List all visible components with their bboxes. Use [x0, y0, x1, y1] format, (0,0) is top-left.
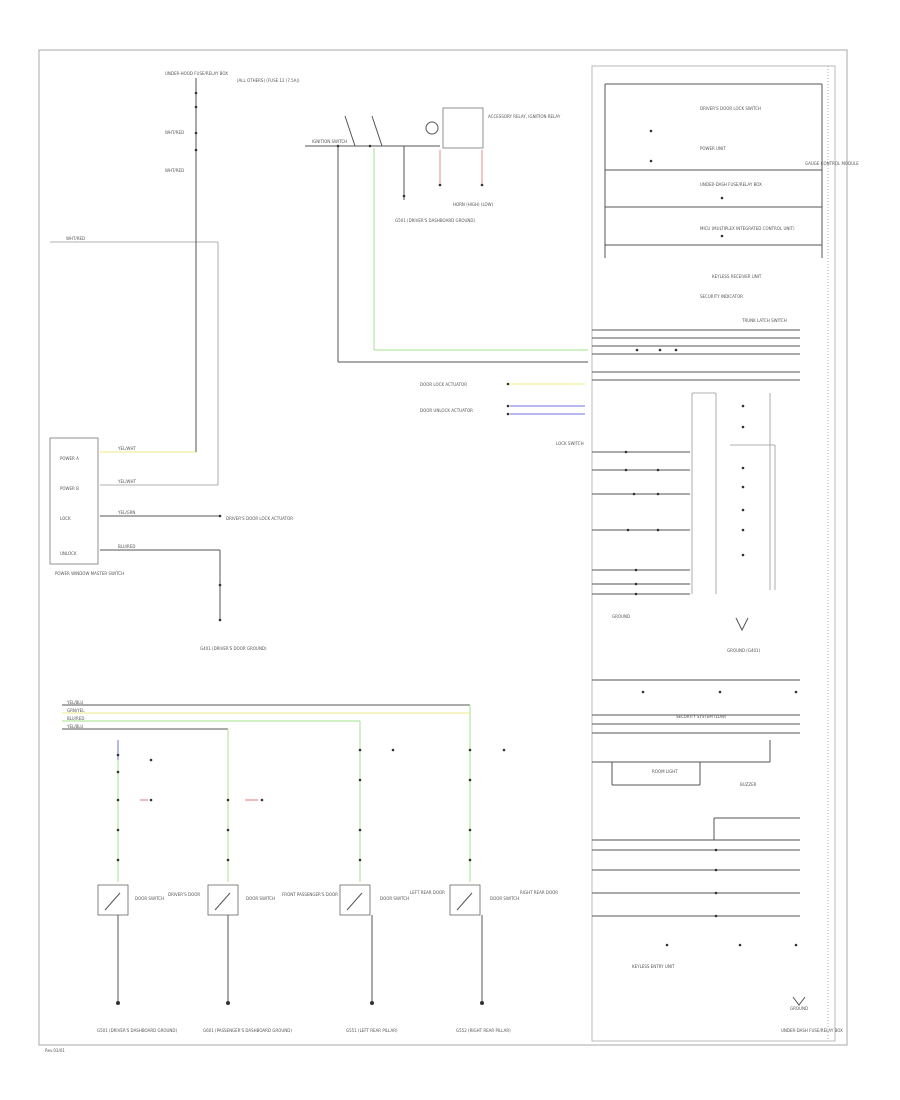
left-block-out-1: DRIVER'S DOOR LOCK ACTUATOR — [226, 516, 293, 521]
wire-label-c: WHT/RED — [66, 236, 85, 241]
right-module-7-label: TRUNK LATCH SWITCH — [741, 318, 787, 323]
relay-box — [442, 107, 484, 149]
wire-label-a: WHT/RED — [165, 130, 184, 135]
bottom-right-4-label: GROUND (G401) — [727, 648, 761, 653]
ignition-switch-label: IGNITION SWITCH — [312, 139, 347, 144]
right-bottom-label: KEYLESS ENTRY UNIT — [632, 964, 675, 969]
bottom-wire-4: YEL/BLU — [66, 724, 83, 729]
bottom-right-1-label: SECURITY SYSTEM (LOW) — [676, 714, 727, 719]
bottom-wire-3: BLU/RED — [67, 716, 84, 721]
right-module-2-label: POWER UNIT — [700, 146, 726, 151]
left-block-title: POWER WINDOW MASTER SWITCH — [55, 571, 124, 576]
bottom-ground-label: GROUND — [790, 1006, 808, 1011]
switch-3-label: DOOR SWITCH — [380, 896, 409, 901]
right-module-5-label: KEYLESS RECEIVER UNIT — [712, 274, 762, 279]
bottom-right-3-label: BUZZER — [740, 782, 757, 787]
left-row-4: UNLOCK — [60, 551, 77, 556]
right-module-1-label: DRIVER'S DOOR LOCK SWITCH — [700, 106, 761, 111]
door-switch-4: DOOR SWITCH RIGHT REAR DOOR G552 (RIGHT … — [449, 884, 558, 1033]
bottom-wire-2: GRN/YEL — [67, 708, 85, 713]
switch-1-label: DOOR SWITCH — [135, 896, 164, 901]
fuse-notes-label: (ALL OTHERS) (FUSE 12 (7.5A)) — [237, 78, 300, 83]
wire-label-b: WHT/RED — [165, 168, 184, 173]
relay-notes-label: ACCESSORY RELAY, IGNITION RELAY — [488, 114, 561, 119]
right-module-6-label: SECURITY INDICATOR — [700, 294, 743, 299]
side-label-1: GAUGE CONTROL MODULE — [805, 161, 859, 166]
mid-left-2-label: DOOR UNLOCK ACTUATOR — [420, 408, 473, 413]
left-block-wire-4: BLU/RED — [118, 544, 135, 549]
switch-4-note: RIGHT REAR DOOR — [520, 890, 558, 895]
left-block-wire-2: YEL/WHT — [117, 479, 137, 484]
mid-left-1-label: DOOR LOCK ACTUATOR — [420, 382, 467, 387]
left-row-2: POWER B — [60, 486, 79, 491]
right-edge-label: UNDER-DASH FUSE/RELAY BOX — [781, 1028, 843, 1033]
top-fuse-block-label: UNDER-HOOD FUSE/RELAY BOX — [165, 71, 228, 76]
switch-2-note: FRONT PASSENGER'S DOOR — [282, 892, 338, 897]
right-panel-frame — [591, 65, 836, 1042]
left-row-1: POWER A — [60, 456, 79, 461]
switch-3-note: LEFT REAR DOOR — [410, 890, 445, 895]
horn-label: HORN (HIGH) (LOW) — [453, 202, 494, 207]
switch-2-ground: G601 (PASSENGER'S DASHBOARD GROUND) — [203, 1028, 292, 1033]
switch-3-ground: G551 (LEFT REAR PILLAR) — [346, 1028, 398, 1033]
side-label-3: GROUND — [612, 614, 630, 619]
left-row-3: LOCK — [60, 516, 71, 521]
footer-code: Rev.03/01 — [45, 1048, 65, 1053]
right-module-3-label: UNDER-DASH FUSE/RELAY BOX — [700, 182, 762, 187]
door-switch-1: DOOR SWITCH DRIVER'S DOOR G501 (DRIVER'S… — [97, 884, 200, 1033]
left-block-ground: G401 (DRIVER'S DOOR GROUND) — [200, 646, 267, 651]
diagram-frame — [38, 49, 848, 1046]
switch-4-ground: G552 (RIGHT REAR PILLAR) — [456, 1028, 511, 1033]
side-label-2: LOCK SWITCH — [556, 441, 584, 446]
ground-1-label: G501 (DRIVER'S DASHBOARD GROUND) — [395, 218, 475, 223]
left-control-block — [49, 437, 99, 565]
switch-1-note: DRIVER'S DOOR — [168, 892, 200, 897]
left-block-wire-1: YEL/WHT — [117, 446, 137, 451]
left-block-wire-3: YEL/GRN — [117, 510, 135, 515]
bottom-right-2-label: ROOM LIGHT — [652, 769, 678, 774]
switch-2-label: DOOR SWITCH — [246, 896, 275, 901]
door-switch-3: DOOR SWITCH LEFT REAR DOOR G551 (LEFT RE… — [339, 884, 445, 1033]
switch-4-label: DOOR SWITCH — [490, 896, 519, 901]
door-switch-2: DOOR SWITCH FRONT PASSENGER'S DOOR G601 … — [203, 884, 338, 1033]
bottom-wire-1: YEL/BLU — [66, 700, 83, 705]
switch-1-ground: G501 (DRIVER'S DASHBOARD GROUND) — [97, 1028, 177, 1033]
right-module-4-label: MICU (MULTIPLEX INTEGRATED CONTROL UNIT) — [700, 226, 795, 231]
